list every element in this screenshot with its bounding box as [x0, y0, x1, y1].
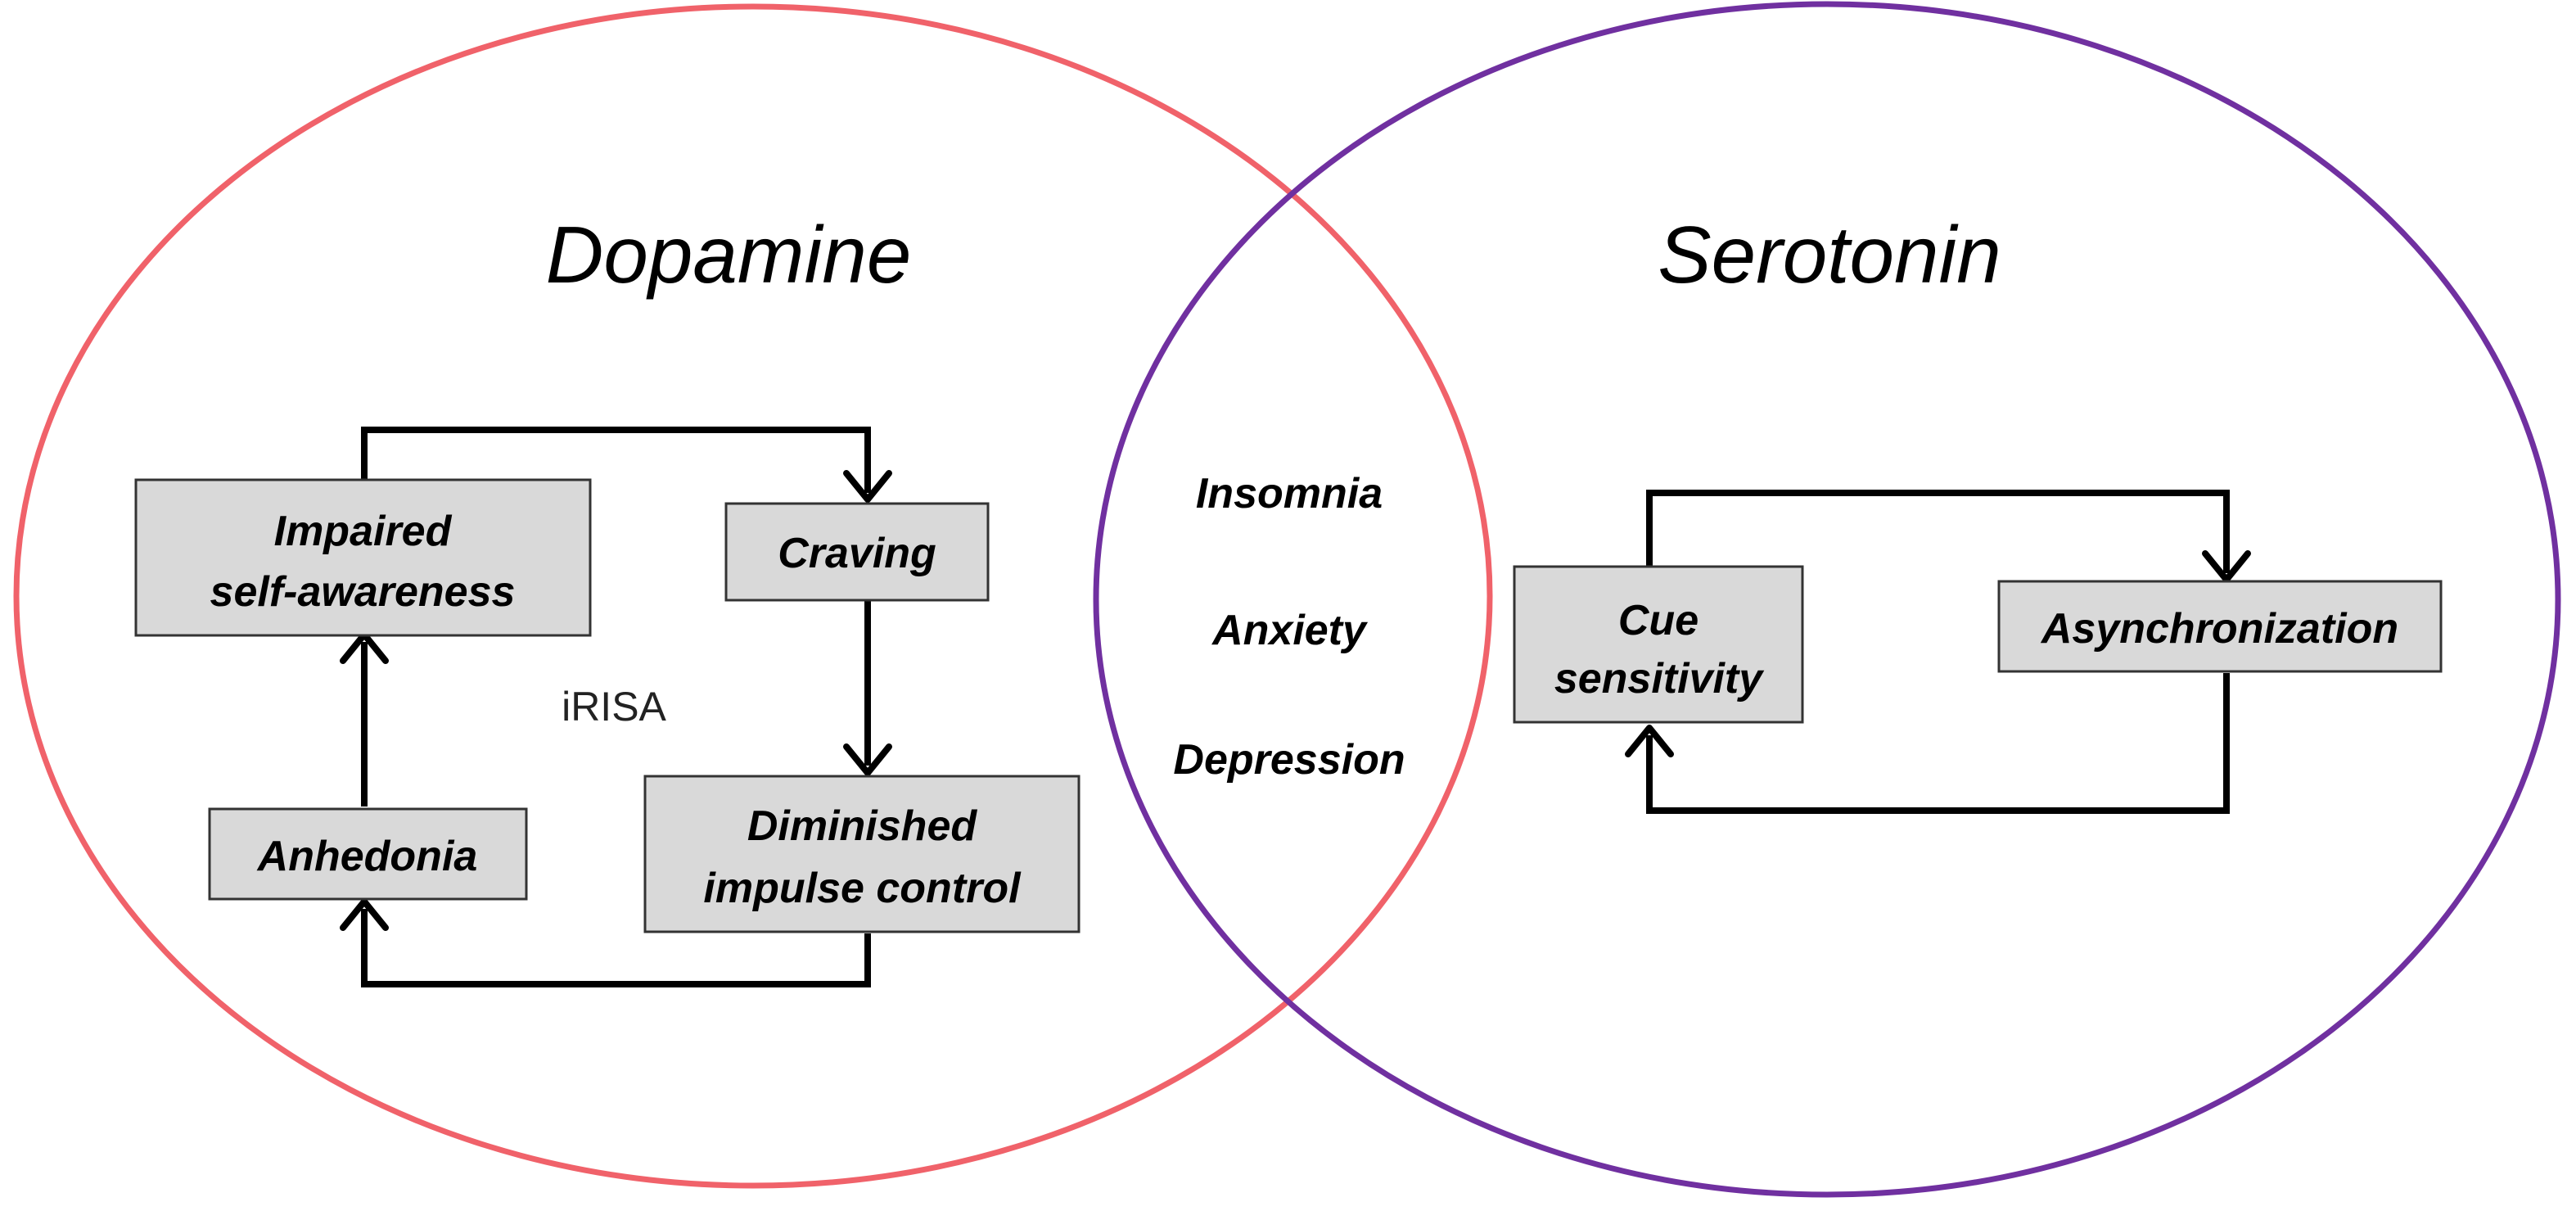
asynchronization-label: Asynchronization: [2040, 605, 2398, 653]
craving-label: Craving: [778, 530, 936, 577]
impaired-line-1: Impaired: [274, 508, 453, 555]
arrowhead-down-icon: [843, 470, 892, 503]
serotonin-cycle-arrows: [1625, 490, 2251, 814]
box-anhedonia: Anhedonia: [208, 807, 528, 901]
overlap-item-insomnia: Insomnia: [1196, 470, 1383, 517]
dopamine-circle: [13, 3, 1493, 1189]
box-diminished-impulse-control: Diminished impulse control: [643, 775, 1080, 933]
impaired-line-2: self-awareness: [210, 568, 516, 616]
overlap-list: Insomnia Anxiety Depression: [1173, 470, 1405, 784]
overlap-item-depression: Depression: [1173, 736, 1405, 784]
box-asynchronization: Asynchronization: [1997, 580, 2443, 673]
serotonin-circle: [1093, 1, 2561, 1198]
arrowhead-up-icon: [340, 898, 389, 931]
arrow-cue-to-asynchronization: [1646, 490, 2230, 573]
irisa-label: iRISA: [562, 684, 666, 730]
arrowhead-up-icon: [1625, 725, 1674, 757]
diminished-line-2: impulse control: [703, 865, 1022, 912]
cue-line-1: Cue: [1618, 597, 1699, 644]
arrowhead-down-icon: [2202, 550, 2251, 583]
anhedonia-label: Anhedonia: [256, 833, 478, 880]
dopamine-title: Dopamine: [546, 210, 912, 300]
box-craving: Craving: [724, 502, 990, 602]
arrow-asynchronization-to-cue: [1646, 673, 2230, 814]
serotonin-title: Serotonin: [1658, 210, 2001, 300]
diminished-line-1: Diminished: [747, 802, 977, 850]
overlap-item-anxiety: Anxiety: [1211, 607, 1369, 654]
arrow-impaired-to-craving: [361, 427, 871, 493]
cue-line-2: sensitivity: [1554, 655, 1765, 703]
box-impaired-self-awareness: Impaired self-awareness: [134, 478, 592, 637]
box-cue-sensitivity: Cue sensitivity: [1513, 565, 1804, 724]
arrowhead-down-icon: [843, 743, 892, 776]
arrow-diminished-to-anhedonia: [361, 909, 871, 987]
